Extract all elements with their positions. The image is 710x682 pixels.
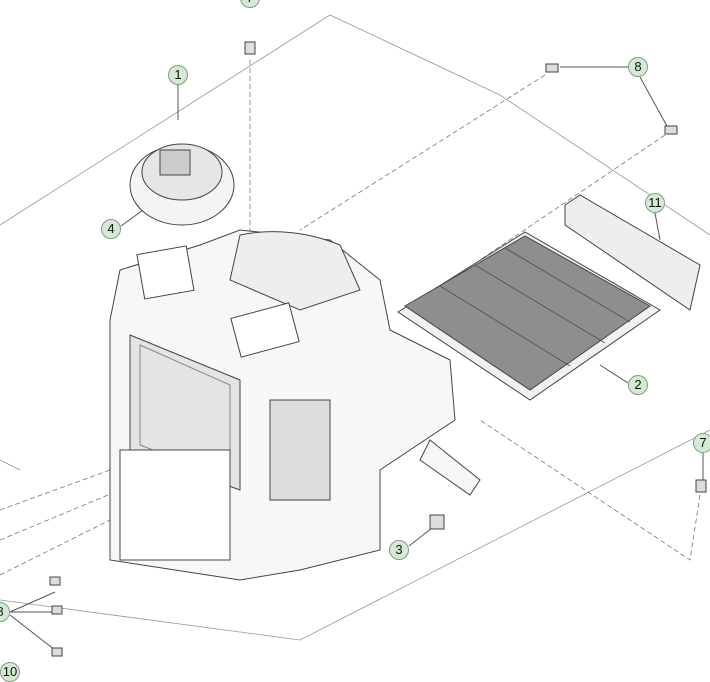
callout-8-top[interactable]: 8 bbox=[628, 57, 648, 77]
callout-11[interactable]: 11 bbox=[645, 193, 665, 213]
callout-7-right[interactable]: 7 bbox=[693, 433, 710, 453]
callout-3[interactable]: 3 bbox=[389, 540, 409, 560]
air-filter bbox=[397, 231, 661, 401]
callout-1[interactable]: 1 bbox=[168, 65, 188, 85]
callout-4[interactable]: 4 bbox=[101, 219, 121, 239]
boundary-lines bbox=[0, 14, 710, 641]
screws bbox=[49, 41, 707, 657]
filter-cover bbox=[564, 194, 701, 311]
hvac-housing bbox=[109, 229, 481, 581]
blower-motor bbox=[129, 143, 235, 226]
callout-10[interactable]: 10 bbox=[0, 662, 20, 682]
callout-2[interactable]: 2 bbox=[628, 375, 648, 395]
leader-dashes bbox=[0, 60, 701, 576]
